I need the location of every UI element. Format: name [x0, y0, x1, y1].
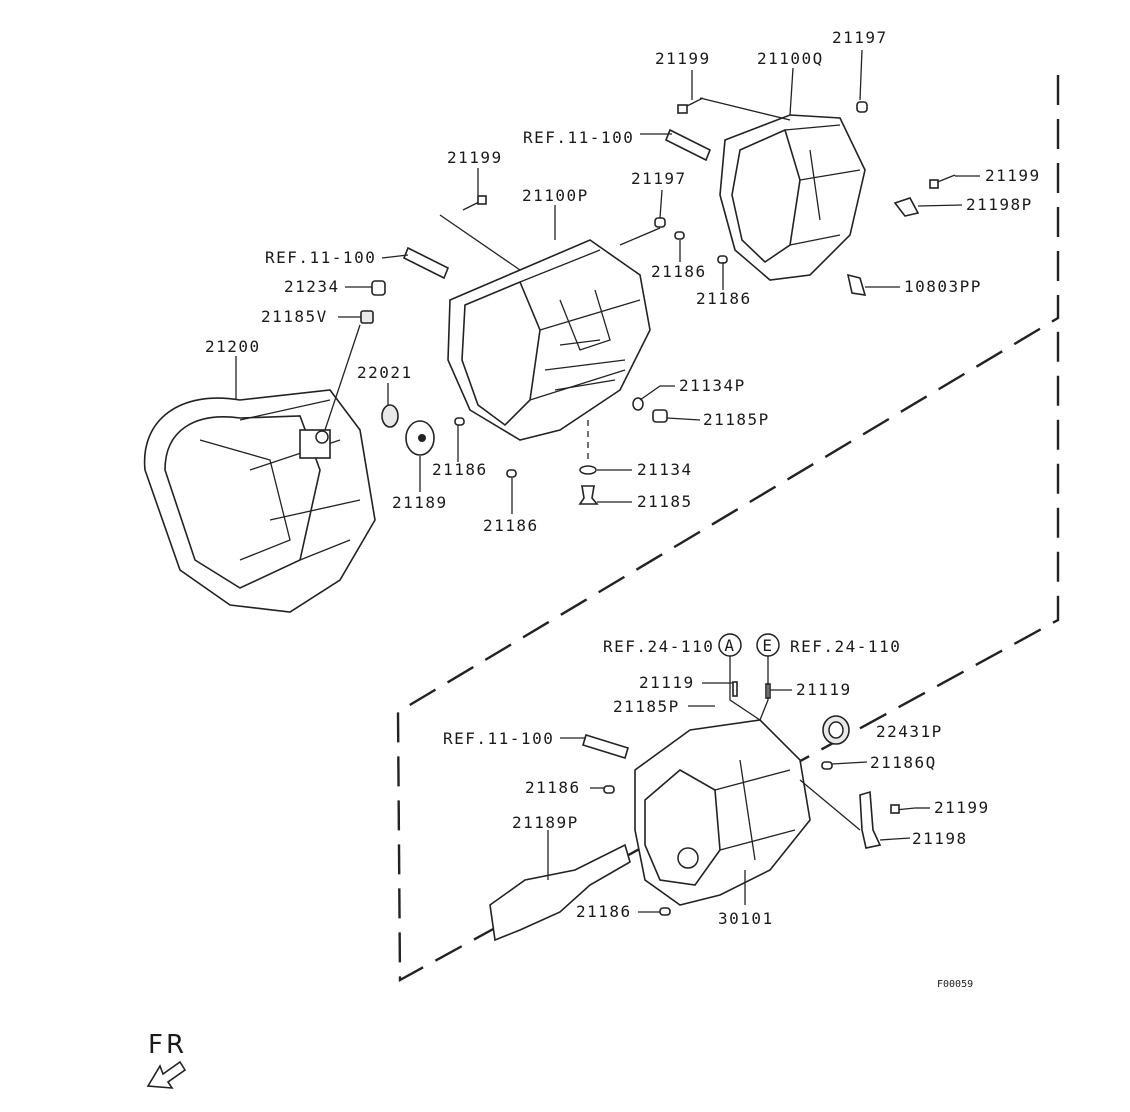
callout-21199[interactable]: 21199	[447, 148, 503, 167]
callout-21197[interactable]: 21197	[832, 28, 888, 47]
marker-e: E	[756, 633, 780, 657]
callout-ref-11-100[interactable]: REF.11-100	[523, 128, 634, 147]
callout-21199[interactable]: 21199	[655, 49, 711, 68]
callout-21134[interactable]: 21134	[637, 460, 693, 479]
front-direction-indicator: FR	[146, 1030, 187, 1089]
leader-lines	[235, 49, 980, 913]
extension-case-21100Q[interactable]	[719, 114, 866, 281]
callout-21234[interactable]: 21234	[284, 277, 340, 296]
callout-30101[interactable]: 30101	[718, 909, 774, 928]
arrow-down-left-icon	[146, 1060, 187, 1089]
callout-21186[interactable]: 21186	[651, 262, 707, 281]
bolt-21199-lower[interactable]	[890, 804, 916, 814]
callout-21185V[interactable]: 21185V	[261, 307, 328, 326]
section-boundary	[396, 75, 1060, 983]
callout-21186[interactable]: 21186	[696, 289, 752, 308]
sensor-10803PP[interactable]	[846, 273, 867, 296]
callout-21119[interactable]: 21119	[796, 680, 852, 699]
direction-label: FR	[148, 1030, 187, 1060]
callout-labels: 21199 21100Q 21197 REF.11-100 21199 2110…	[205, 28, 1041, 928]
callout-21197[interactable]: 21197	[631, 169, 687, 188]
callout-21186[interactable]: 21186	[576, 902, 632, 921]
bolt-21199-top[interactable]	[677, 97, 704, 114]
callout-21189[interactable]: 21189	[392, 493, 448, 512]
clutch-housing-21200[interactable]	[143, 389, 376, 613]
bracket-21198P[interactable]	[893, 197, 920, 217]
callout-22431P[interactable]: 22431P	[876, 722, 943, 741]
marker-a: A	[718, 633, 742, 657]
callout-21134P[interactable]: 21134P	[679, 376, 746, 395]
bolt-21199-mid[interactable]	[462, 195, 487, 211]
callout-21189P[interactable]: 21189P	[512, 813, 579, 832]
ref-part-11-100-top[interactable]	[664, 128, 712, 162]
callout-ref-24-110-a[interactable]: REF.24-110	[603, 637, 714, 656]
callout-21100P[interactable]: 21100P	[522, 186, 589, 205]
drawing-code: F00059	[937, 979, 973, 990]
callout-22021[interactable]: 22021	[357, 363, 413, 382]
callout-21119[interactable]: 21119	[639, 673, 695, 692]
callout-ref-24-110-e[interactable]: REF.24-110	[790, 637, 901, 656]
oil-seal-22431P[interactable]	[822, 715, 850, 745]
callout-21186[interactable]: 21186	[483, 516, 539, 535]
plug-21185[interactable]	[578, 485, 599, 505]
marker-e-label: E	[762, 636, 773, 655]
callout-21186Q[interactable]: 21186Q	[870, 753, 937, 772]
bracket-21198[interactable]	[859, 790, 882, 849]
oil-seal-22021[interactable]	[381, 404, 399, 428]
plug-21234[interactable]	[371, 280, 386, 296]
ref-part-11-100-lower[interactable]	[582, 733, 629, 760]
marker-a-label: A	[724, 636, 735, 655]
washer-21134[interactable]	[579, 465, 597, 475]
baffle-plate-21189P[interactable]	[489, 843, 631, 942]
callout-21185[interactable]: 21185	[637, 492, 693, 511]
callout-21185P[interactable]: 21185P	[613, 697, 680, 716]
callout-21198[interactable]: 21198	[912, 829, 968, 848]
callout-21199[interactable]: 21199	[985, 166, 1041, 185]
callout-21199[interactable]: 21199	[934, 798, 990, 817]
adapter-case-21100P[interactable]	[447, 239, 651, 441]
callout-21100Q[interactable]: 21100Q	[757, 49, 824, 68]
callout-21198P[interactable]: 21198P	[966, 195, 1033, 214]
callout-10803PP[interactable]: 10803PP	[904, 277, 982, 296]
ref-part-11-100-mid[interactable]	[402, 246, 450, 280]
callout-ref-11-100[interactable]: REF.11-100	[265, 248, 376, 267]
plug-21185P[interactable]	[652, 409, 668, 423]
callout-21185P[interactable]: 21185P	[703, 410, 770, 429]
bolt-21199-right[interactable]	[929, 174, 956, 189]
plug-21185V[interactable]	[360, 310, 374, 324]
transfer-case-30101[interactable]	[634, 719, 811, 906]
washer-21134P[interactable]	[632, 397, 644, 411]
callout-ref-11-100[interactable]: REF.11-100	[443, 729, 554, 748]
cover-21189[interactable]	[405, 420, 435, 456]
callout-21186[interactable]: 21186	[432, 460, 488, 479]
callout-21200[interactable]: 21200	[205, 337, 261, 356]
callout-21186[interactable]: 21186	[525, 778, 581, 797]
